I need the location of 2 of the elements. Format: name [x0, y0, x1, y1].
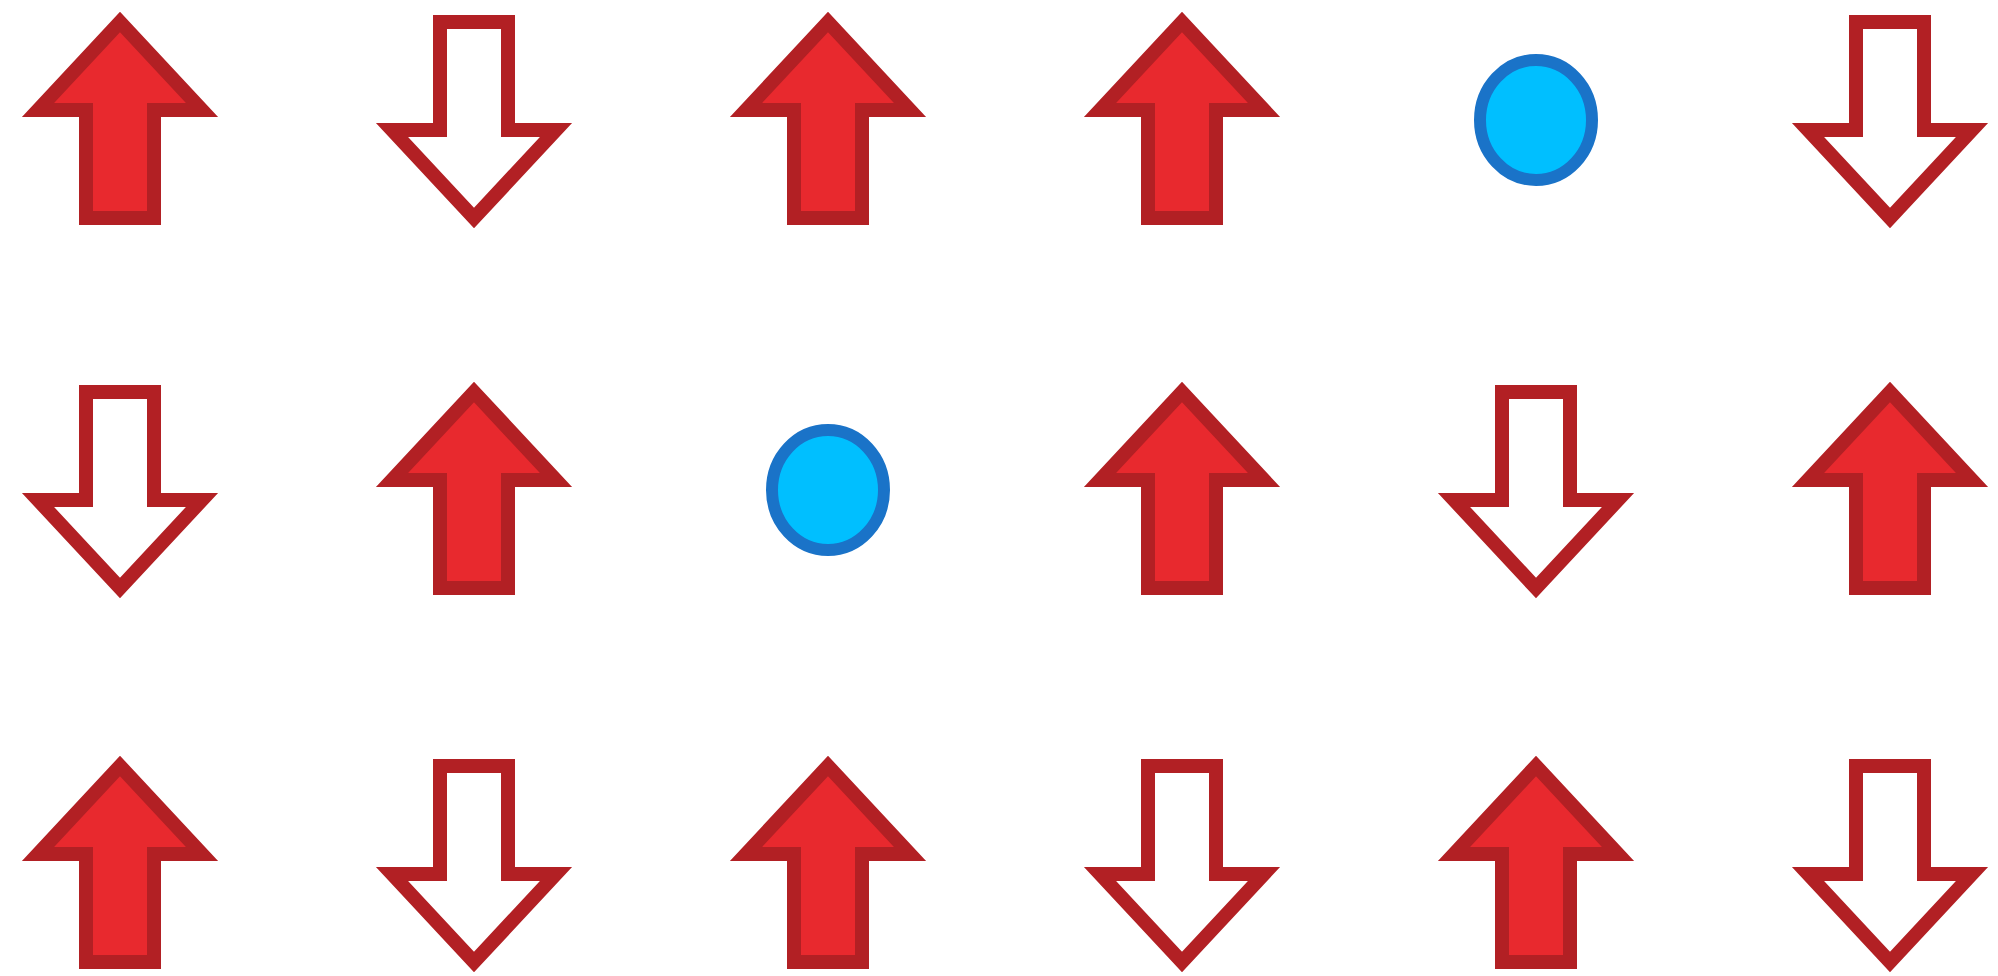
circle-icon	[1472, 52, 1600, 188]
circle-icon	[764, 422, 892, 558]
